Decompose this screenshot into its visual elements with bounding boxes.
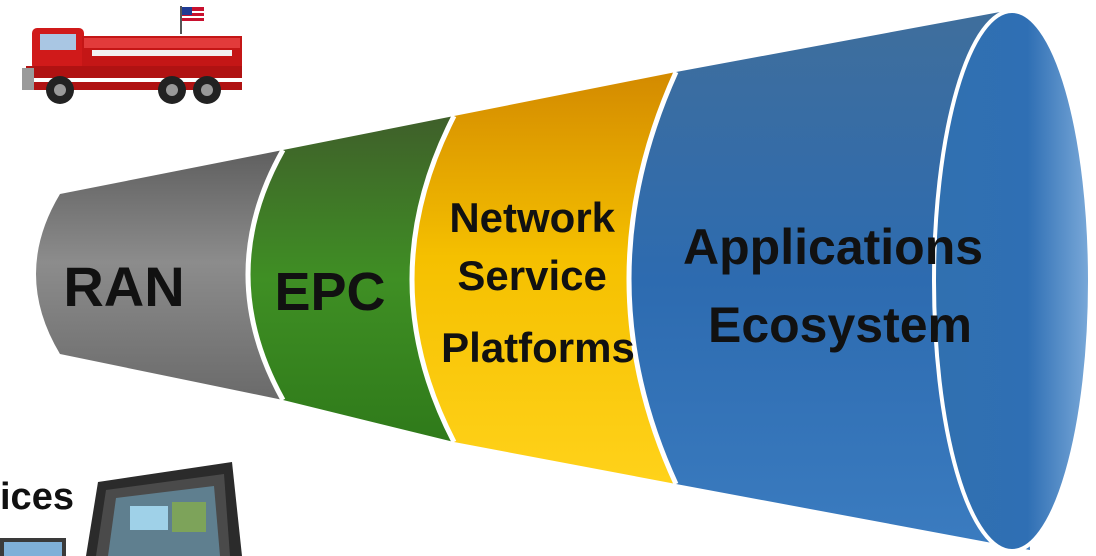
- label-apps: Applications Ecosystem: [683, 219, 997, 353]
- funnel-segment-nsp: [412, 72, 676, 484]
- fire-truck-icon: [22, 6, 242, 104]
- laptop-icon: [0, 538, 66, 556]
- label-epc: EPC: [274, 262, 385, 322]
- funnel-mouth: [934, 11, 1090, 551]
- separator-nsp-apps: [626, 70, 679, 486]
- mouth-rim: [932, 9, 1092, 553]
- funnel-segment-ran: [36, 150, 283, 400]
- separator-ran-epc: [245, 148, 286, 402]
- label-nsp: Network Service Platforms: [441, 194, 635, 371]
- rugged-tablet-icon: [86, 462, 242, 556]
- funnel-segment-apps: [629, 12, 1030, 550]
- funnel-segment-epc: [248, 116, 454, 442]
- label-ran: RAN: [63, 255, 184, 318]
- separator-epc-nsp: [409, 114, 457, 444]
- devices-label: ices: [0, 476, 74, 518]
